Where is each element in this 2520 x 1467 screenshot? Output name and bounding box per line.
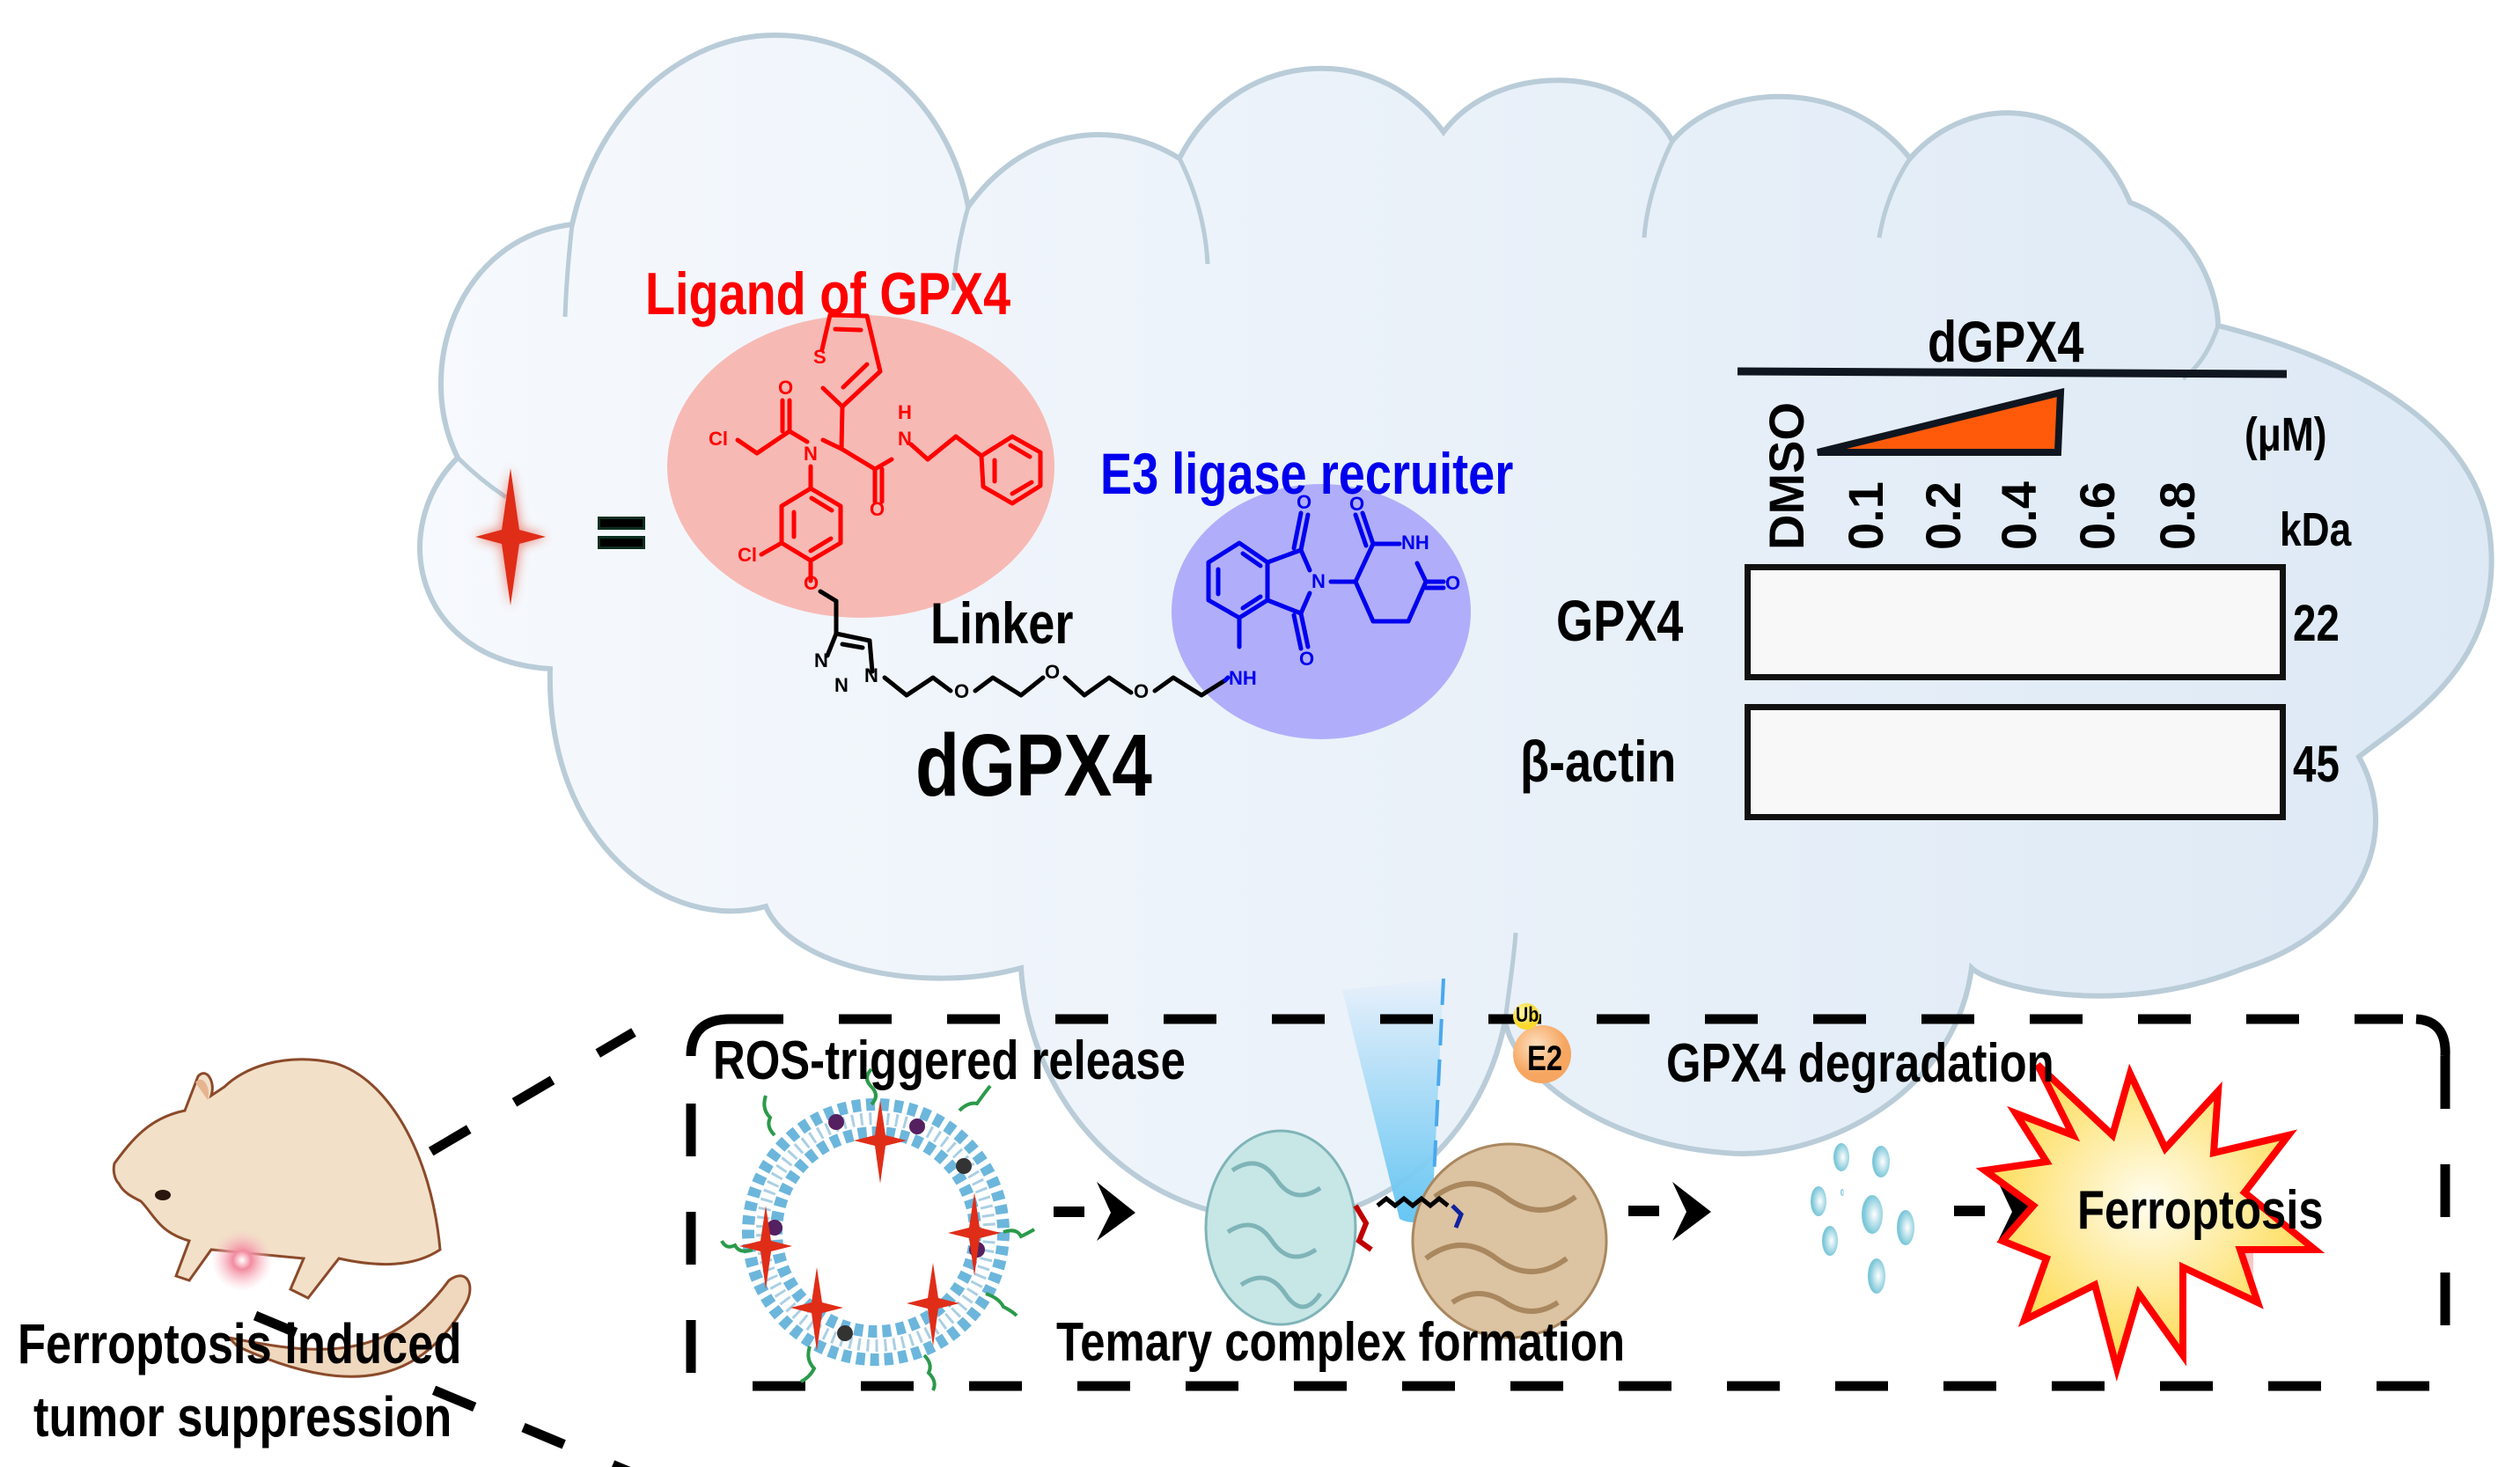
e2-label: E2 bbox=[1527, 1039, 1563, 1078]
step-label-ferroptosis: Ferroptosis bbox=[2077, 1180, 2324, 1241]
blot-mw-label: 45 bbox=[2293, 736, 2340, 793]
process-box bbox=[686, 1014, 2450, 1391]
blot-panel-gpx4 bbox=[1745, 564, 2286, 680]
mouse-caption-line2: tumor suppression bbox=[33, 1385, 452, 1449]
ligand-structure bbox=[735, 312, 1043, 583]
atom-label: Cl bbox=[709, 428, 728, 450]
blot-unit-label: (μM) bbox=[2244, 408, 2327, 461]
atom-label: O bbox=[1297, 491, 1312, 513]
atom-label: N bbox=[898, 428, 912, 450]
ternary-complex-illustration bbox=[1204, 1003, 1608, 1339]
atom-label: O bbox=[1349, 493, 1365, 515]
atom-label: S bbox=[813, 346, 827, 368]
atom-label: O bbox=[778, 377, 794, 399]
blot-row-label: GPX4 bbox=[1556, 588, 1684, 653]
liposome-illustration bbox=[720, 1067, 1036, 1391]
atom-label: O bbox=[1299, 648, 1315, 670]
compound-name: dGPX4 bbox=[915, 716, 1152, 815]
lane-label: 0.1 bbox=[1838, 481, 1893, 550]
blot-mw-label: 22 bbox=[2293, 595, 2340, 652]
atom-label: O bbox=[804, 572, 819, 594]
atom-label: NH bbox=[1401, 532, 1429, 554]
lane-label: 0.4 bbox=[1991, 481, 2046, 550]
blot-panel-actin bbox=[1745, 704, 2286, 820]
atom-label: N bbox=[1311, 570, 1326, 592]
lane-label: 0.8 bbox=[2149, 481, 2205, 550]
concentration-wedge bbox=[1817, 387, 2065, 456]
zoom-line-bottom bbox=[253, 1310, 652, 1467]
lane-label: 0.6 bbox=[2069, 481, 2125, 550]
blot-treatment-label: dGPX4 bbox=[1928, 309, 2084, 374]
atom-label: O bbox=[1045, 661, 1061, 683]
atom-label: N bbox=[814, 649, 828, 671]
mouse-illustration bbox=[112, 1058, 472, 1378]
blot-mw-unit-label: kDa bbox=[2280, 503, 2352, 556]
zoom-line-top bbox=[261, 1028, 636, 1254]
ub-molecule bbox=[1513, 1003, 1539, 1030]
mouse-caption-line1: Ferroptosis induced bbox=[18, 1312, 462, 1375]
atom-label: O bbox=[1445, 572, 1461, 594]
ub-label: Ub bbox=[1516, 1003, 1539, 1027]
e3-recruiter-label: E3 ligase recruiter bbox=[1100, 441, 1514, 506]
tumor-spot bbox=[211, 1229, 273, 1291]
ligand-label: Ligand of GPX4 bbox=[645, 260, 1011, 327]
e3-structure bbox=[1206, 510, 1446, 683]
lane-label: DMSO bbox=[1759, 402, 1814, 550]
linker-structure bbox=[818, 589, 1228, 698]
degraded-fragments bbox=[1811, 1143, 1914, 1294]
equals-sign-icon bbox=[598, 517, 645, 550]
atom-label: N bbox=[864, 664, 878, 686]
treatment-bar bbox=[1737, 367, 2288, 378]
compound-star-icon bbox=[474, 468, 547, 607]
e2-enzyme bbox=[1513, 1025, 1571, 1083]
atom-label: Cl bbox=[738, 544, 757, 566]
step-label-ros-release: ROS-triggered release bbox=[713, 1031, 1186, 1091]
atom-label: H bbox=[898, 401, 912, 423]
e3-recruiter-highlight bbox=[1172, 484, 1471, 739]
step-label-ternary-complex: Temary complex formation bbox=[1056, 1312, 1626, 1373]
atom-label: O bbox=[954, 680, 970, 702]
atom-label: O bbox=[1134, 680, 1150, 702]
flow-arrows bbox=[1054, 1182, 2037, 1241]
atom-label: N bbox=[804, 443, 818, 465]
ferroptosis-burst-icon bbox=[1975, 1062, 2325, 1382]
linker-label: Linker bbox=[930, 590, 1074, 656]
atom-label: O bbox=[870, 498, 885, 520]
lane-label: 0.2 bbox=[1915, 481, 1971, 550]
ligand-highlight bbox=[667, 315, 1054, 618]
atom-label: NH bbox=[1229, 667, 1257, 689]
atom-label: N bbox=[834, 674, 849, 696]
step-label-gpx4-degradation: GPX4 degradation bbox=[1666, 1033, 2054, 1094]
blot-row-label: β-actin bbox=[1520, 729, 1677, 794]
zoom-cone bbox=[1342, 979, 1444, 1222]
